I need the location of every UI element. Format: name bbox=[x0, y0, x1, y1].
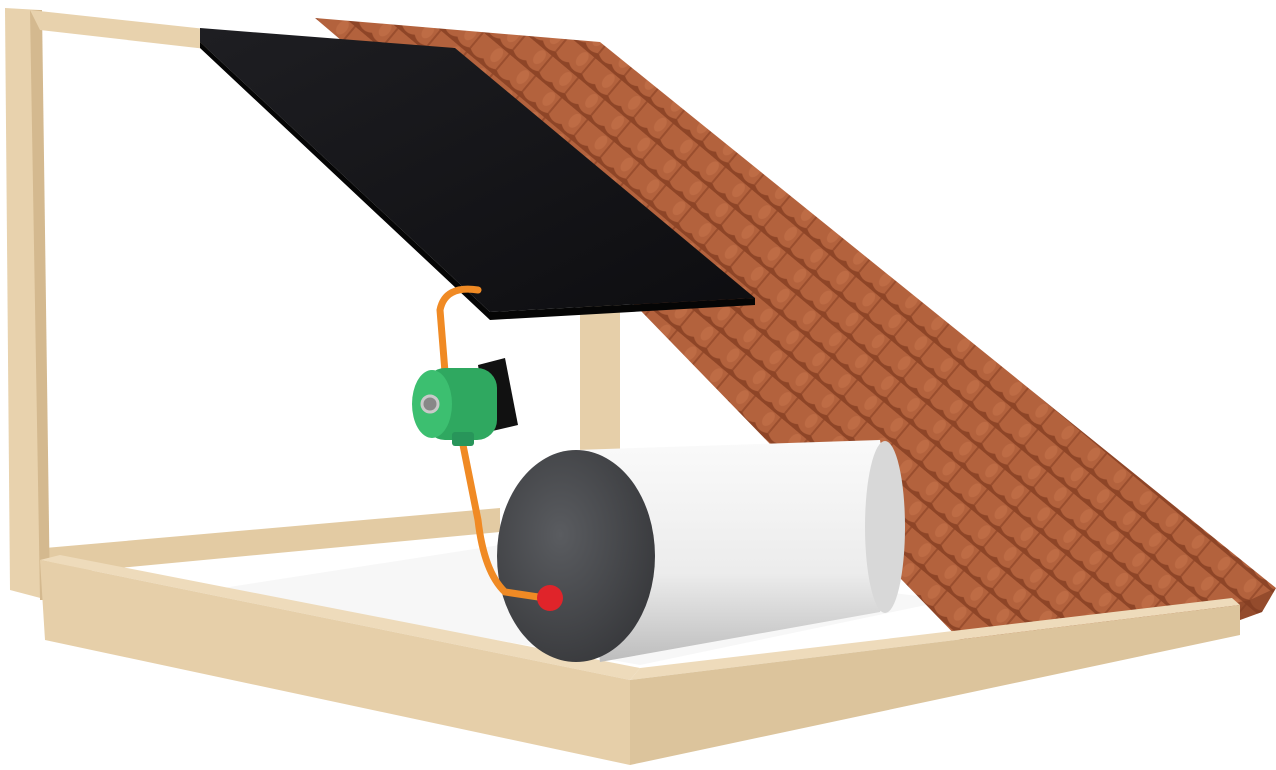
front-right-beam bbox=[630, 605, 1240, 765]
pump-outlet bbox=[452, 432, 474, 446]
tank-body bbox=[575, 440, 900, 662]
front-right-beam-top bbox=[630, 598, 1240, 680]
top-beam bbox=[30, 10, 215, 50]
tank-end-cap bbox=[497, 450, 655, 662]
tank-far-end bbox=[865, 441, 905, 613]
valve-icon bbox=[537, 585, 563, 611]
front-left-beam-top bbox=[40, 555, 640, 680]
pump-shaft-icon bbox=[420, 394, 440, 414]
middle-post bbox=[580, 305, 620, 452]
front-left-beam bbox=[40, 560, 630, 765]
back-beam bbox=[45, 508, 500, 575]
left-post-side bbox=[30, 10, 50, 600]
pipe bbox=[436, 285, 549, 602]
solar-panel bbox=[200, 28, 755, 312]
